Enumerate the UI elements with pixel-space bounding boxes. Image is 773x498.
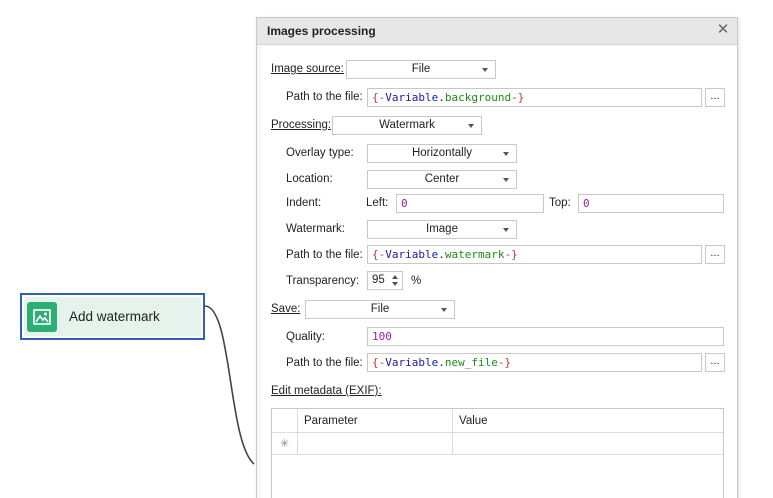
column-header-parameter[interactable]: Parameter (304, 415, 358, 427)
new-row-icon: ✳ (280, 438, 290, 450)
transparency-value: 95 (372, 274, 385, 286)
watermark-path-input[interactable]: {-Variable.watermark-} (367, 245, 702, 264)
indent-left-input[interactable]: 0 (396, 194, 544, 213)
quality-label: Quality: (286, 331, 325, 343)
stepper-up-icon[interactable] (392, 275, 398, 279)
transparency-label: Transparency: (286, 275, 360, 287)
images-processing-dialog: Images processing ✕ Image source: File P… (256, 17, 738, 498)
image-source-dropdown[interactable]: File (346, 60, 496, 79)
transparency-unit: % (411, 275, 422, 287)
overlay-type-label: Overlay type: (286, 147, 354, 159)
watermark-path-prefix: Variable. (385, 248, 445, 261)
quality-input[interactable]: 100 (367, 327, 724, 346)
source-path-brace-close: -} (511, 91, 525, 104)
action-node-add-watermark[interactable]: Add watermark (20, 293, 205, 340)
save-path-input[interactable]: {-Variable.new_file-} (367, 353, 702, 372)
save-path-prefix: Variable. (385, 356, 445, 369)
watermark-path-brace-close: -} (504, 248, 518, 261)
metadata-grid[interactable]: Parameter Value ✳ (271, 408, 724, 498)
table-row-new[interactable]: ✳ (272, 434, 723, 455)
grid-divider (297, 409, 298, 455)
image-icon (27, 301, 57, 332)
action-node-label: Add watermark (69, 309, 160, 324)
indent-left-label: Left: (366, 197, 389, 209)
save-path-label: Path to the file: (286, 357, 363, 369)
transparency-stepper[interactable]: 95 (367, 271, 403, 290)
location-dropdown[interactable]: Center (367, 170, 517, 189)
indent-top-input[interactable]: 0 (578, 194, 724, 213)
processing-value: Watermark (379, 119, 435, 131)
source-path-prefix: Variable. (385, 91, 445, 104)
save-path-brace-open: {- (372, 356, 386, 369)
chevron-down-icon (503, 178, 509, 182)
metadata-grid-header: Parameter Value (272, 409, 723, 433)
chevron-down-icon (503, 152, 509, 156)
action-node-body[interactable]: Add watermark (24, 297, 201, 336)
indent-label: Indent: (286, 197, 322, 209)
save-path-brace-close: -} (497, 356, 512, 369)
save-value: File (370, 303, 390, 315)
overlay-type-value: Horizontally (411, 147, 473, 159)
indent-top-label: Top: (549, 197, 571, 209)
watermark-path-variable: watermark (444, 248, 505, 261)
source-path-label: Path to the file: (286, 91, 363, 103)
chevron-down-icon (468, 124, 474, 128)
watermark-path-browse-button[interactable]: ... (705, 245, 725, 264)
column-header-value[interactable]: Value (459, 415, 488, 427)
save-path-browse-button[interactable]: ... (705, 353, 725, 372)
save-path-variable: new_file (444, 356, 498, 369)
source-path-input[interactable]: {-Variable.background-} (367, 88, 702, 107)
chevron-down-icon (482, 68, 488, 72)
close-icon[interactable]: ✕ (716, 21, 730, 38)
watermark-value: Image (426, 223, 458, 235)
edit-metadata-label[interactable]: Edit metadata (EXIF): (271, 385, 382, 397)
stepper-down-icon[interactable] (392, 282, 398, 286)
overlay-type-dropdown[interactable]: Horizontally (367, 144, 517, 163)
watermark-dropdown[interactable]: Image (367, 220, 517, 239)
watermark-label: Watermark: (286, 223, 345, 235)
image-source-value: File (411, 63, 431, 75)
source-path-brace-open: {- (372, 91, 386, 104)
watermark-path-brace-open: {- (372, 248, 386, 261)
image-source-label[interactable]: Image source: (271, 63, 344, 75)
processing-dropdown[interactable]: Watermark (332, 116, 482, 135)
chevron-down-icon (441, 308, 447, 312)
source-path-variable: background (444, 91, 512, 104)
grid-divider (452, 409, 453, 455)
source-path-browse-button[interactable]: ... (705, 88, 725, 107)
dialog-header: Images processing ✕ (257, 18, 737, 45)
location-value: Center (424, 173, 460, 185)
processing-label[interactable]: Processing: (271, 119, 332, 131)
location-label: Location: (286, 173, 333, 185)
chevron-down-icon (503, 228, 509, 232)
save-label[interactable]: Save: (271, 303, 301, 315)
watermark-path-label: Path to the file: (286, 249, 363, 261)
dialog-title: Images processing (267, 24, 376, 38)
dialog-body: Image source: File Path to the file: {-V… (257, 46, 737, 498)
save-dropdown[interactable]: File (305, 300, 455, 319)
